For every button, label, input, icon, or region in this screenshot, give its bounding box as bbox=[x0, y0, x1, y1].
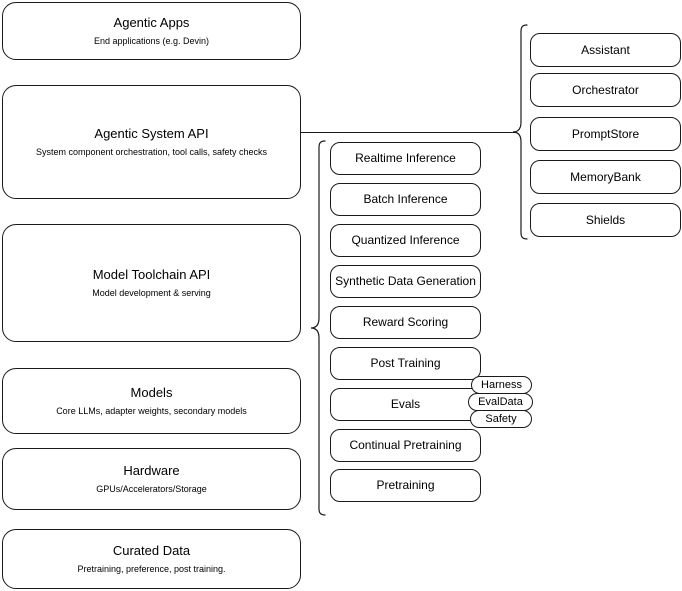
layer-box-models[interactable]: Models Core LLMs, adapter weights, secon… bbox=[2, 368, 301, 434]
layer-title: Agentic System API bbox=[94, 126, 209, 142]
toolchain-label: Reward Scoring bbox=[362, 315, 449, 329]
system-component-box-promptstore[interactable]: PromptStore bbox=[530, 117, 681, 151]
toolchain-box-quantized-inference[interactable]: Quantized Inference bbox=[330, 224, 481, 257]
bracket-system-components bbox=[512, 24, 528, 240]
eval-pill-evaldata[interactable]: EvalData bbox=[468, 393, 533, 411]
layer-title: Models bbox=[130, 385, 173, 401]
layer-title: Model Toolchain API bbox=[92, 267, 211, 283]
connector-line-system-api-to-components bbox=[301, 132, 516, 133]
toolchain-box-pretraining[interactable]: Pretraining bbox=[330, 469, 481, 502]
system-component-label: Assistant bbox=[581, 42, 630, 57]
toolchain-label: Quantized Inference bbox=[351, 233, 460, 247]
toolchain-box-post-training[interactable]: Post Training bbox=[330, 347, 481, 380]
toolchain-label: Batch Inference bbox=[363, 192, 448, 206]
layer-title: Hardware bbox=[123, 463, 180, 479]
toolchain-box-realtime-inference[interactable]: Realtime Inference bbox=[330, 142, 481, 175]
toolchain-box-continual-pretraining[interactable]: Continual Pretraining bbox=[330, 429, 481, 462]
system-component-box-orchestrator[interactable]: Orchestrator bbox=[530, 73, 681, 107]
toolchain-label: Realtime Inference bbox=[355, 151, 456, 165]
toolchain-label: Evals bbox=[390, 397, 421, 411]
eval-pill-harness[interactable]: Harness bbox=[471, 376, 532, 394]
system-component-box-shields[interactable]: Shields bbox=[530, 203, 681, 237]
system-component-label: MemoryBank bbox=[570, 169, 641, 184]
eval-pill-safety[interactable]: Safety bbox=[470, 410, 532, 428]
system-component-label: Orchestrator bbox=[572, 82, 639, 97]
layer-title: Curated Data bbox=[112, 543, 191, 559]
toolchain-box-batch-inference[interactable]: Batch Inference bbox=[330, 183, 481, 216]
toolchain-box-evals[interactable]: Evals bbox=[330, 388, 481, 421]
system-component-box-memorybank[interactable]: MemoryBank bbox=[530, 160, 681, 194]
toolchain-box-synthetic-data-generation[interactable]: Synthetic Data Generation bbox=[330, 265, 481, 298]
layer-subtitle: Model development & serving bbox=[92, 287, 211, 298]
layer-box-agentic-apps[interactable]: Agentic Apps End applications (e.g. Devi… bbox=[2, 2, 301, 60]
system-component-label: PromptStore bbox=[571, 126, 640, 141]
toolchain-box-reward-scoring[interactable]: Reward Scoring bbox=[330, 306, 481, 339]
toolchain-label: Post Training bbox=[370, 356, 441, 370]
layer-box-agentic-system-api[interactable]: Agentic System API System component orch… bbox=[2, 85, 301, 199]
layer-subtitle: GPUs/Accelerators/Storage bbox=[96, 483, 207, 494]
layer-box-hardware[interactable]: Hardware GPUs/Accelerators/Storage bbox=[2, 448, 301, 510]
layer-subtitle: Core LLMs, adapter weights, secondary mo… bbox=[56, 405, 247, 416]
layer-box-model-toolchain-api[interactable]: Model Toolchain API Model development & … bbox=[2, 224, 301, 342]
toolchain-label: Continual Pretraining bbox=[349, 438, 462, 452]
system-component-label: Shields bbox=[585, 212, 626, 227]
toolchain-label: Pretraining bbox=[376, 478, 435, 492]
layer-title: Agentic Apps bbox=[113, 15, 190, 31]
layer-subtitle: Pretraining, preference, post training. bbox=[77, 563, 226, 574]
layer-subtitle: End applications (e.g. Devin) bbox=[93, 35, 210, 46]
layer-box-curated-data[interactable]: Curated Data Pretraining, preference, po… bbox=[2, 529, 301, 589]
toolchain-label: Synthetic Data Generation bbox=[335, 274, 476, 288]
system-component-box-assistant[interactable]: Assistant bbox=[530, 33, 681, 67]
bracket-toolchain bbox=[310, 140, 326, 516]
layer-subtitle: System component orchestration, tool cal… bbox=[35, 146, 268, 157]
